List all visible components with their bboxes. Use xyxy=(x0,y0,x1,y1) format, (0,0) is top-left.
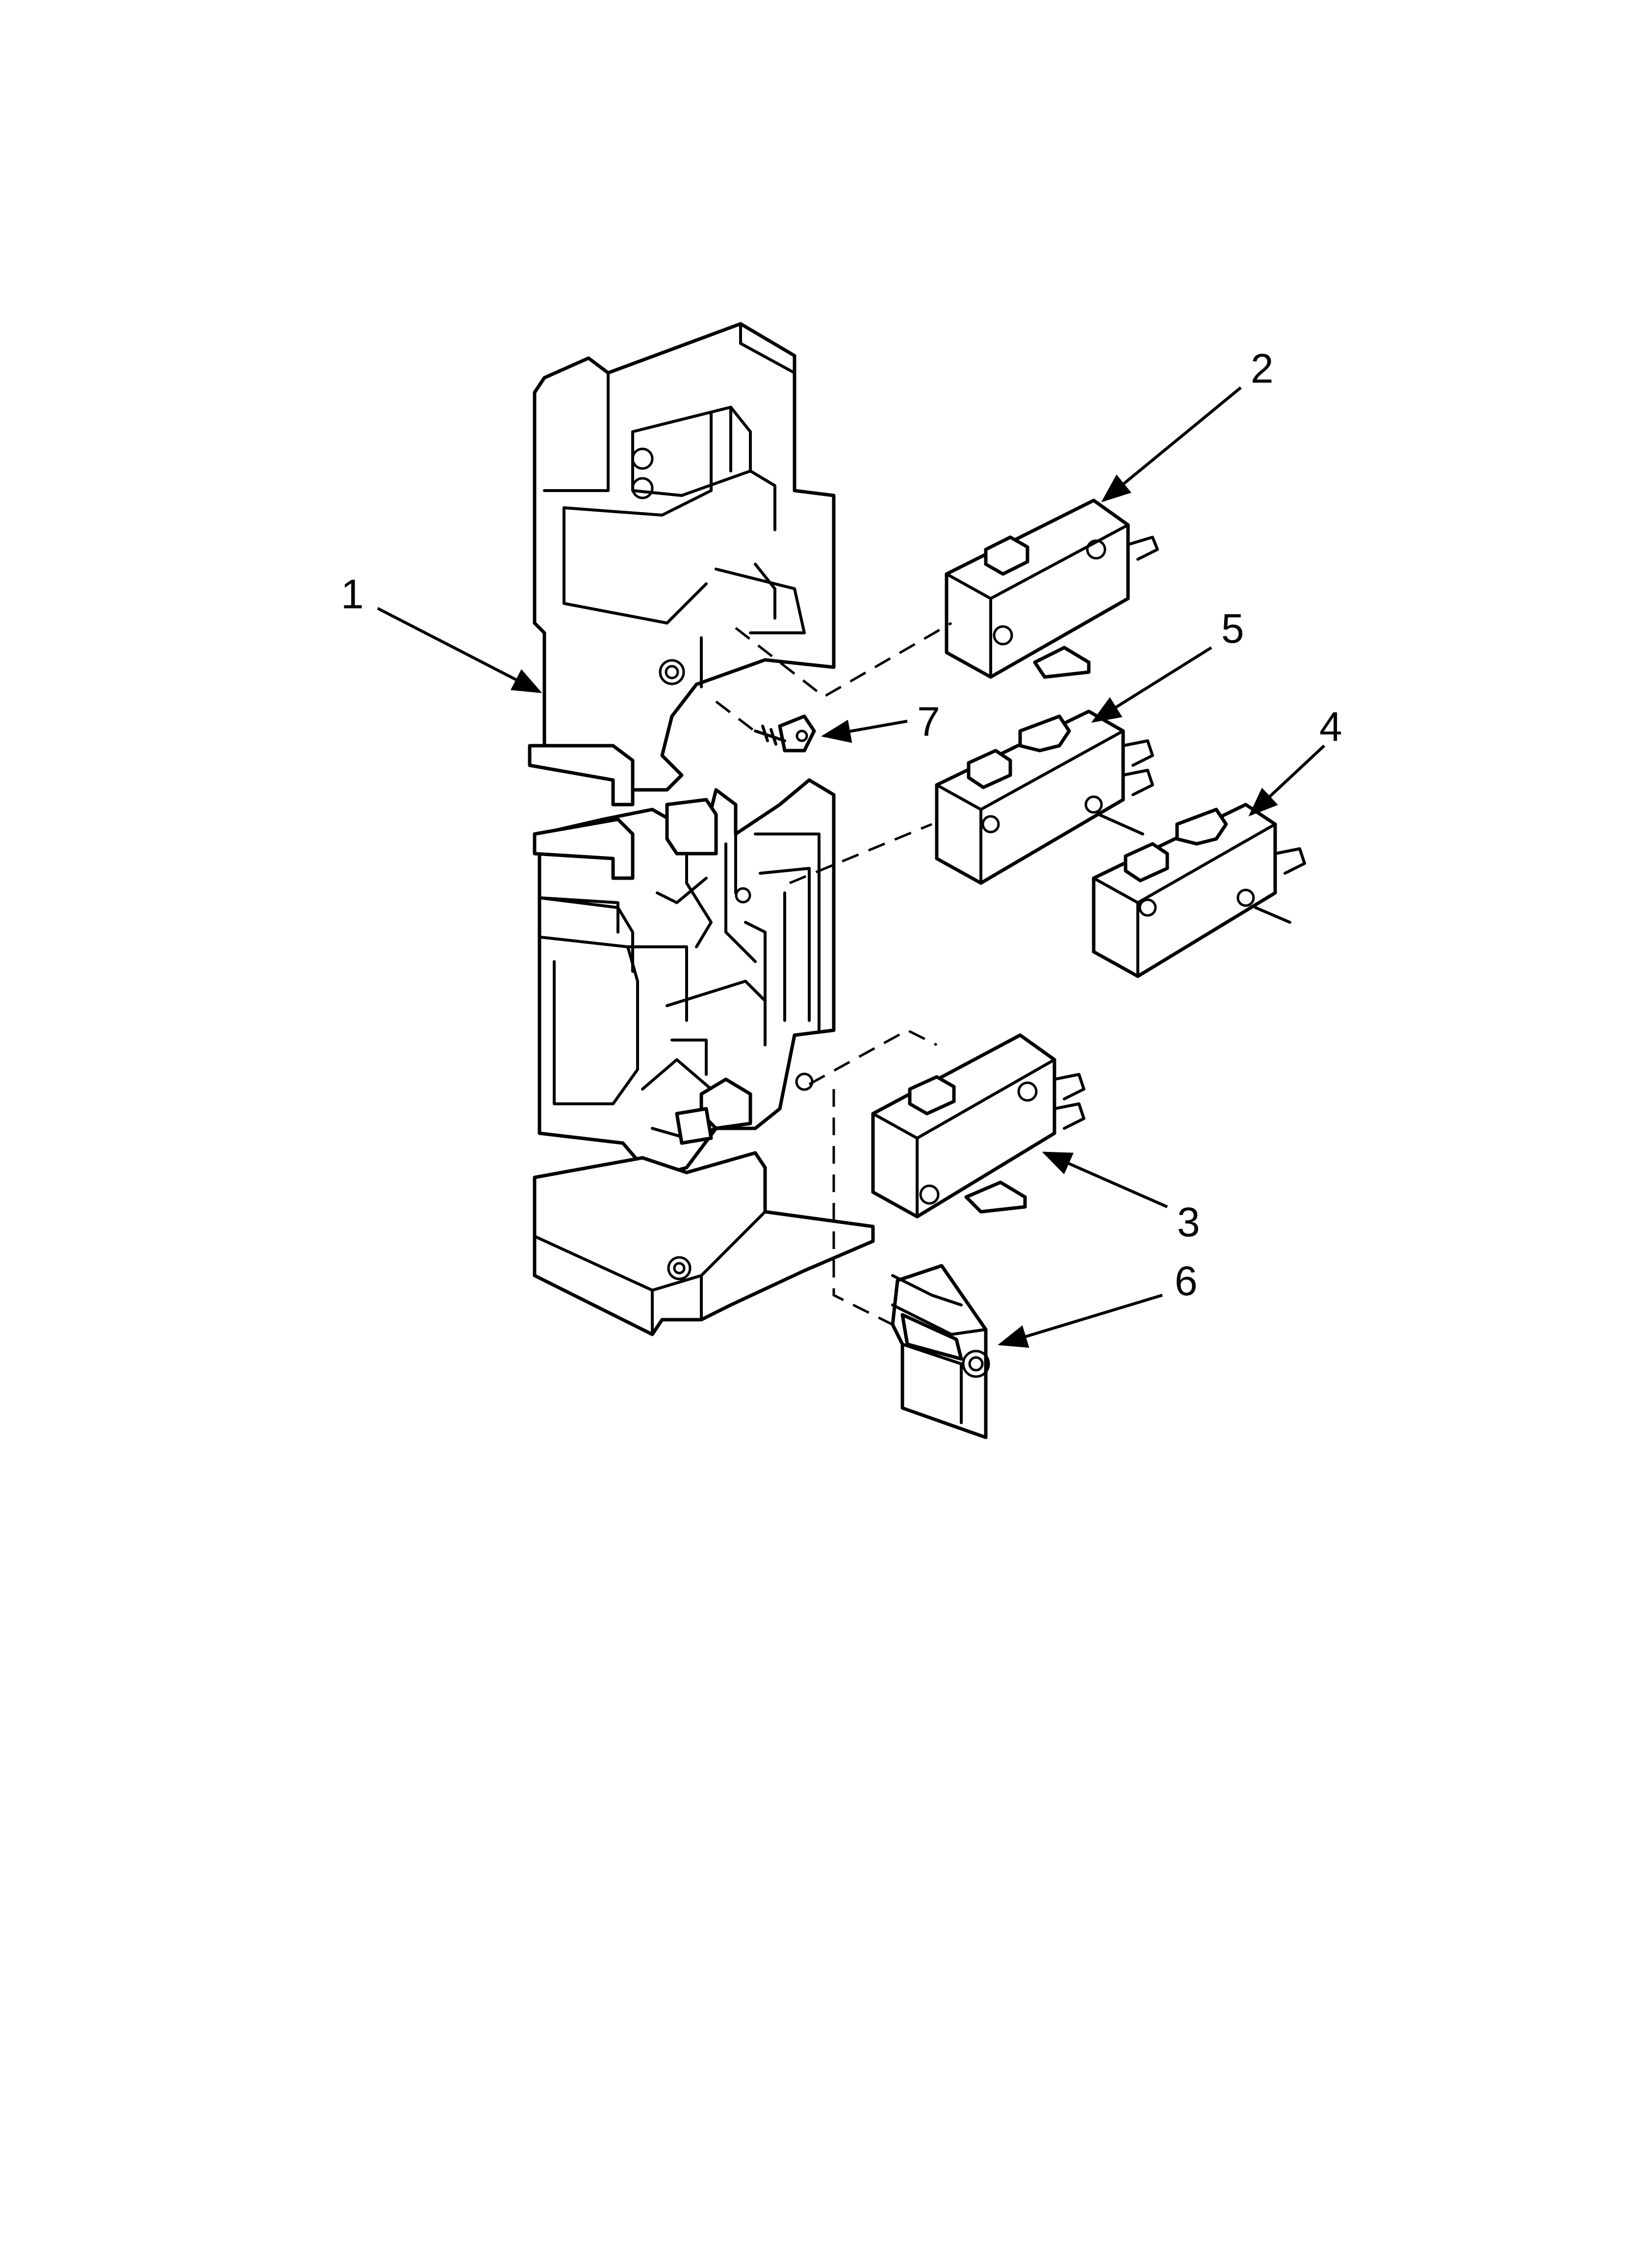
part-7-screw xyxy=(754,714,816,753)
part-2-switch xyxy=(945,498,1159,679)
part-4-switch xyxy=(1092,803,1306,978)
callout-labels: 1 2 3 4 5 6 7 xyxy=(341,345,1342,1304)
alignment-lines xyxy=(715,622,952,1326)
leader-2 xyxy=(1101,386,1242,502)
callout-6: 6 xyxy=(1175,1258,1198,1304)
callout-7: 7 xyxy=(917,699,940,745)
dashed-line-part-5 xyxy=(789,823,932,885)
dashed-line-part-2 xyxy=(735,622,952,699)
callout-4: 4 xyxy=(1319,704,1342,750)
dashed-line-part-7 xyxy=(715,701,759,734)
callout-2: 2 xyxy=(1251,345,1274,391)
part-6-latch-lever xyxy=(891,1264,990,1439)
part-1-switch-housing xyxy=(528,322,875,1336)
callout-1: 1 xyxy=(341,571,364,617)
callout-5: 5 xyxy=(1221,605,1244,652)
leader-6 xyxy=(998,1294,1163,1348)
callout-leaders xyxy=(377,386,1326,1348)
leader-7 xyxy=(821,719,908,743)
leader-1 xyxy=(377,607,542,693)
leader-5 xyxy=(1091,646,1212,723)
part-5-switch xyxy=(935,709,1154,885)
dashed-line-part-3 xyxy=(808,1029,938,1086)
callout-3: 3 xyxy=(1177,1199,1200,1245)
dashed-line-part-6 xyxy=(832,1089,894,1326)
leader-3 xyxy=(1042,1151,1168,1208)
leader-4 xyxy=(1248,744,1326,817)
part-3-switch xyxy=(871,1033,1085,1219)
